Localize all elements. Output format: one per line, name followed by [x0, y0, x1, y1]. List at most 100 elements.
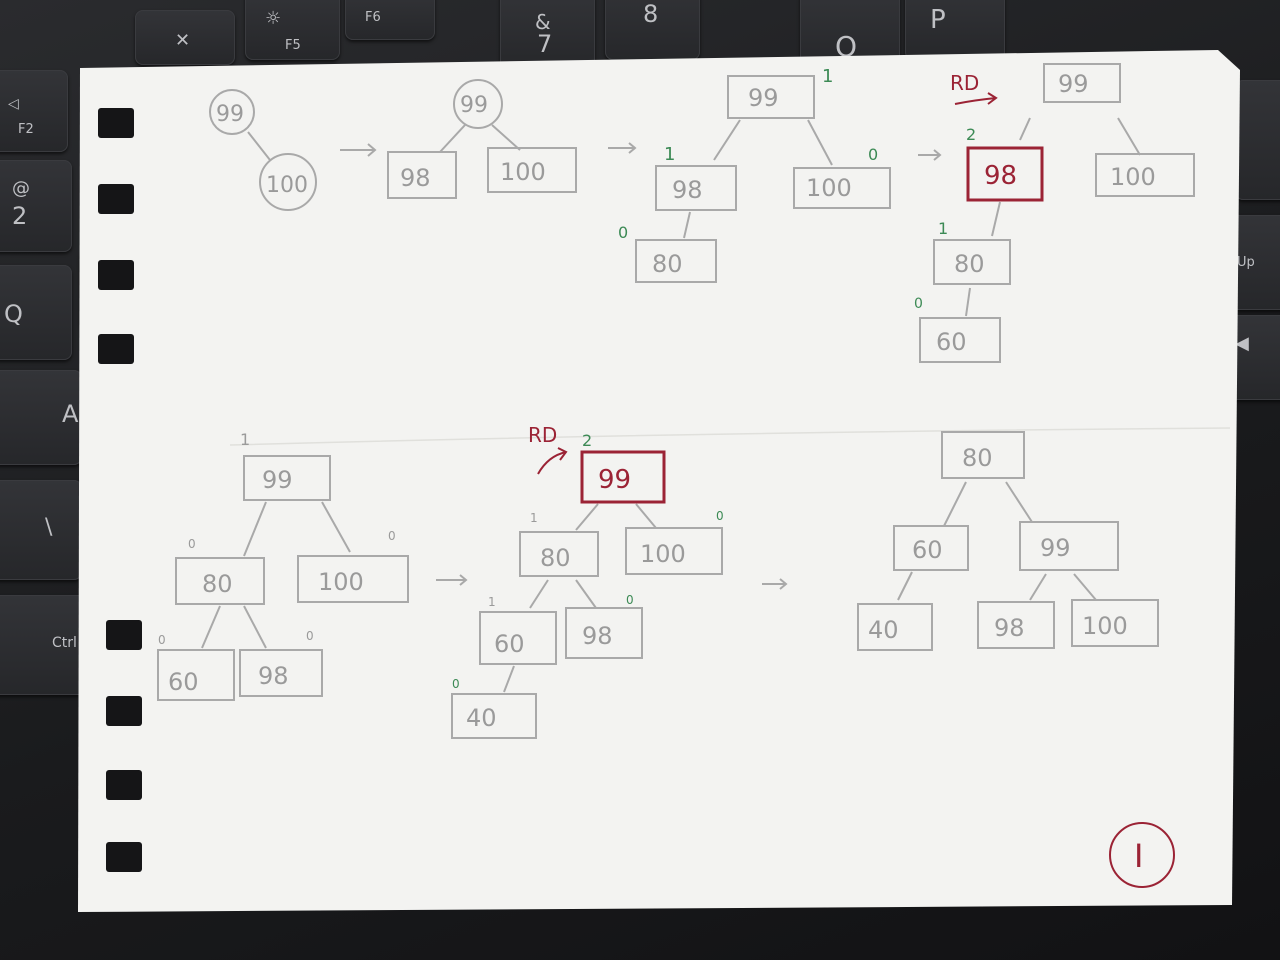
step6-ll: 60: [494, 630, 525, 658]
step-7-tree: [857, 431, 1159, 651]
step6-lr-balance: 0: [626, 593, 634, 607]
arrow-icon: [340, 143, 377, 157]
step5-ll: 60: [168, 668, 199, 696]
step5-right: 100: [318, 568, 364, 596]
key-right-edge: [1235, 80, 1280, 200]
step5-root: 99: [262, 466, 293, 494]
step6-root: 99: [598, 465, 631, 495]
mute-icon: ✕: [175, 30, 191, 51]
step4-leftleft: 80: [954, 250, 985, 278]
key-f4: ✕: [135, 10, 235, 65]
step4-rotation-label: RD: [950, 71, 979, 95]
page-number-circle: [1109, 822, 1175, 888]
step7-ll: 40: [868, 616, 899, 644]
step7-right: 99: [1040, 534, 1071, 562]
key-f2: ◁ F2: [0, 70, 68, 152]
step6-lll-balance: 0: [452, 677, 460, 691]
arrow-icon: [436, 574, 468, 586]
key-p: P: [905, 0, 1005, 60]
key-2-bottom-label: 2: [12, 202, 28, 230]
step5-root-balance: 1: [240, 430, 250, 449]
step6-root-balance: 2: [582, 431, 592, 450]
step7-left: 60: [912, 536, 943, 564]
binder-hole: [98, 184, 134, 214]
step5-left: 80: [202, 570, 233, 598]
step-3-tree: [635, 75, 891, 283]
key-8: 8: [605, 0, 700, 60]
step-4-tree: [919, 63, 1195, 363]
key-f5: ☼ F5: [245, 0, 340, 60]
binder-hole: [106, 770, 142, 800]
key-ctrl-label: Ctrl: [52, 635, 77, 651]
key-f6: F6: [345, 0, 435, 40]
key-2: @ 2: [0, 160, 72, 252]
binder-hole: [106, 696, 142, 726]
step6-unbalanced-node-box: [580, 450, 666, 504]
step-2-tree: [387, 79, 577, 199]
binder-hole: [98, 260, 134, 290]
page-number: I: [1134, 837, 1143, 875]
key-backslash: \: [0, 480, 82, 580]
key-2-top-label: @: [12, 178, 30, 199]
step3-right-balance: 0: [868, 145, 878, 164]
step6-lll: 40: [466, 704, 497, 732]
step5-left-balance: 0: [188, 537, 196, 551]
step3-left-balance: 1: [664, 144, 675, 165]
key-f2-label: F2: [18, 122, 34, 137]
arrow-left-icon: ◀: [1235, 333, 1249, 354]
step6-rotation-label: RD: [528, 423, 557, 447]
arrow-icon: [762, 578, 788, 590]
rotation-arrow-icon: [537, 447, 568, 475]
step2-left: 98: [400, 164, 431, 192]
step7-rr: 100: [1082, 612, 1128, 640]
brightness-icon: ☼: [265, 8, 282, 29]
binder-hole: [98, 334, 134, 364]
key-q-label: Q: [4, 300, 23, 328]
step4-left: 98: [984, 161, 1017, 191]
step3-leftleft: 80: [652, 250, 683, 278]
step4-leftleftleft: 60: [936, 328, 967, 356]
step6-right: 100: [640, 540, 686, 568]
key-p-label: P: [930, 5, 946, 35]
step2-root: 99: [460, 93, 488, 118]
step6-lr: 98: [582, 622, 613, 650]
step3-root: 99: [748, 84, 779, 112]
step1-child: 100: [266, 173, 308, 198]
key-7: & 7: [500, 0, 595, 70]
paper-fold-line: [229, 427, 1231, 446]
key-f5-label: F5: [285, 38, 301, 53]
paper-sheet: [78, 50, 1240, 912]
step3-root-balance: 1: [822, 66, 833, 87]
rotation-arrow-icon: [954, 92, 998, 105]
key-7-bottom-label: 7: [537, 30, 553, 58]
arrow-icon: [918, 149, 942, 161]
step-5-tree: [157, 455, 409, 701]
step5-right-balance: 0: [388, 529, 396, 543]
key-o-label: O: [835, 30, 858, 63]
speaker-icon: ◁: [8, 96, 19, 112]
step7-root: 80: [962, 444, 993, 472]
step6-left-balance: 1: [530, 511, 538, 525]
step2-right: 100: [500, 158, 546, 186]
step4-unbalanced-node-box: [966, 146, 1044, 202]
key-a: A: [0, 370, 82, 465]
step4-left-balance: 2: [966, 125, 976, 144]
key-q: Q: [0, 265, 72, 360]
key-8-label: 8: [643, 0, 659, 28]
step4-leftleft-balance: 1: [938, 219, 948, 238]
arrow-icon: [608, 142, 637, 154]
step3-left: 98: [672, 176, 703, 204]
step7-rl: 98: [994, 614, 1025, 642]
step5-ll-balance: 0: [158, 633, 166, 647]
binder-hole: [98, 108, 134, 138]
step-6-tree: [451, 503, 723, 739]
step5-lr: 98: [258, 662, 289, 690]
binder-hole: [106, 842, 142, 872]
step1-root: 99: [216, 102, 244, 127]
step3-leftleft-balance: 0: [618, 223, 628, 242]
key-a-label: A: [62, 400, 79, 428]
key-pgup-label: Up: [1237, 255, 1255, 270]
step4-leftleftleft-balance: 0: [914, 296, 923, 312]
